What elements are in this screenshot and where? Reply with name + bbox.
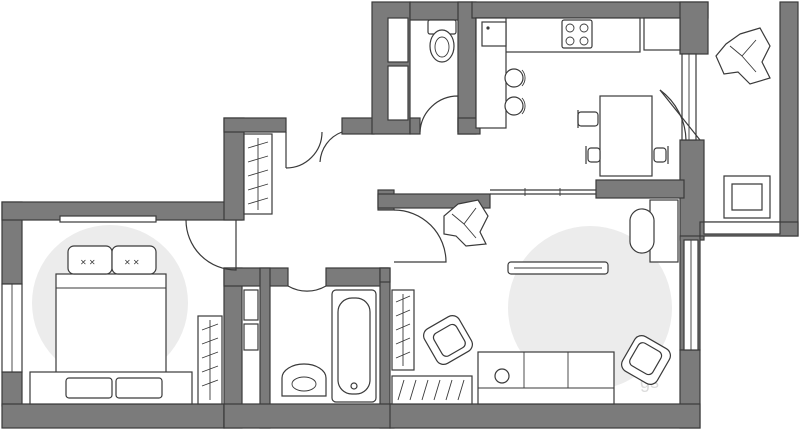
doors — [185, 89, 701, 292]
armchair-left — [423, 315, 473, 365]
bed: ✕ ✕ ✕ ✕ — [55, 245, 167, 379]
svg-text:✕ ✕: ✕ ✕ — [80, 258, 96, 267]
desk-and-chair — [629, 199, 679, 263]
balcony-chair — [723, 175, 771, 219]
hall-wardrobe — [243, 133, 273, 215]
bathtub — [331, 289, 377, 403]
dining-table — [577, 95, 669, 177]
sliding-partition — [490, 188, 596, 196]
bedroom-dresser — [29, 371, 193, 405]
wc — [387, 17, 457, 121]
living-plant — [443, 199, 489, 247]
storage-column — [243, 289, 259, 351]
bedroom-wardrobe — [197, 315, 223, 405]
armchair-right — [621, 335, 671, 385]
tv-unit — [507, 261, 609, 275]
washbasin — [281, 363, 327, 397]
balcony-plant — [715, 27, 771, 85]
kitchen-stools — [504, 68, 526, 116]
svg-text:✕ ✕: ✕ ✕ — [124, 258, 140, 267]
sofa — [477, 351, 615, 405]
windows — [1, 53, 781, 373]
kitchen-counter — [475, 17, 681, 129]
living-bookshelf — [391, 289, 473, 405]
